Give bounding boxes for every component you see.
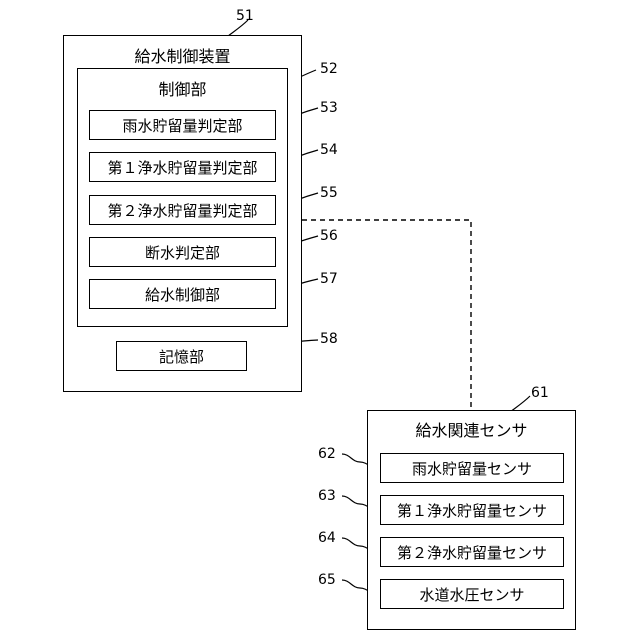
ref-58: 58 <box>320 331 338 347</box>
rainwater-level-judge: 雨水貯留量判定部 <box>89 110 276 140</box>
ref-53: 53 <box>320 100 338 116</box>
ref-63: 63 <box>318 488 336 504</box>
ref-56: 56 <box>320 228 338 244</box>
ref-65: 65 <box>318 572 336 588</box>
second-clean-water-level-sensor: 第２浄水貯留量センサ <box>380 537 564 567</box>
control-unit-title: 制御部 <box>78 76 287 100</box>
ref-55: 55 <box>320 185 338 201</box>
ref-51: 51 <box>236 8 254 24</box>
water-outage-judge: 断水判定部 <box>89 237 276 267</box>
storage-unit: 記憶部 <box>116 341 247 371</box>
ref-52: 52 <box>320 61 338 77</box>
device-title: 給水制御装置 <box>64 43 301 67</box>
supply-control-unit: 給水制御部 <box>89 279 276 309</box>
ref-57: 57 <box>320 271 338 287</box>
tap-water-pressure-sensor: 水道水圧センサ <box>380 579 564 609</box>
rainwater-level-sensor: 雨水貯留量センサ <box>380 453 564 483</box>
first-clean-water-level-sensor: 第１浄水貯留量センサ <box>380 495 564 525</box>
ref-62: 62 <box>318 446 336 462</box>
dashed-connection <box>302 220 471 410</box>
second-clean-water-level-judge: 第２浄水貯留量判定部 <box>89 195 276 225</box>
ref-54: 54 <box>320 142 338 158</box>
ref-64: 64 <box>318 530 336 546</box>
ref-61: 61 <box>531 385 549 401</box>
first-clean-water-level-judge: 第１浄水貯留量判定部 <box>89 152 276 182</box>
sensors-title: 給水関連センサ <box>368 417 575 441</box>
